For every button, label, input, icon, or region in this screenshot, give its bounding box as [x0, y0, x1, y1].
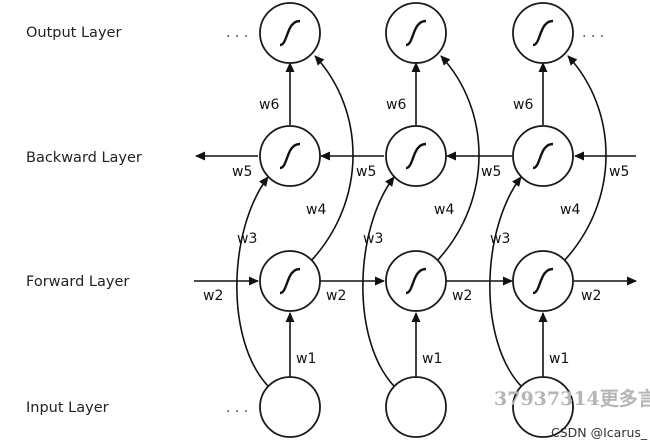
sigmoid-icon [532, 267, 554, 295]
forward-to-output-edge-1 [309, 55, 354, 263]
sigmoid-icon [532, 19, 554, 47]
watermark-text: 37937314更多言 [494, 387, 650, 410]
sigmoid-icon [405, 267, 427, 295]
weight-label-w5: w5 [356, 164, 376, 180]
sigmoid-icon [532, 142, 554, 170]
weight-label-w1: w1 [422, 351, 442, 367]
weight-label-w2: w2 [203, 288, 223, 304]
backward-layer-label: Backward Layer [26, 150, 142, 166]
output-node-2 [385, 2, 447, 64]
input-node-1 [259, 376, 321, 438]
input-left-ellipsis: . . . [226, 400, 248, 416]
sigmoid-icon [279, 19, 301, 47]
forward-node-2 [385, 250, 447, 312]
backward-node-1 [259, 125, 321, 187]
input-to-backward-edge-3 [489, 176, 522, 387]
weight-label-w2: w2 [581, 288, 601, 304]
output-layer-label: Output Layer [26, 25, 121, 41]
weight-label-w4: w4 [434, 202, 454, 218]
forward-to-output-edge-2 [435, 55, 480, 263]
forward-to-output-edge-3 [562, 55, 607, 263]
weight-label-w4: w4 [306, 202, 326, 218]
input-node-3 [512, 376, 574, 438]
sigmoid-icon [405, 142, 427, 170]
weight-label-w2: w2 [326, 288, 346, 304]
forward-layer-label: Forward Layer [26, 274, 129, 290]
input-node-2 [385, 376, 447, 438]
output-right-ellipsis: . . . [582, 25, 604, 41]
backward-node-3 [512, 125, 574, 187]
sigmoid-icon [279, 142, 301, 170]
output-node-3 [512, 2, 574, 64]
weight-label-w2: w2 [452, 288, 472, 304]
weight-label-w3: w3 [363, 231, 383, 247]
forward-node-1 [259, 250, 321, 312]
backward-node-2 [385, 125, 447, 187]
weight-label-w5: w5 [609, 164, 629, 180]
weight-label-w4: w4 [560, 202, 580, 218]
credit-text: CSDN @Icarus_ [551, 425, 648, 440]
weight-label-w3: w3 [237, 231, 257, 247]
input-layer-label: Input Layer [26, 400, 109, 416]
weight-label-w6: w6 [386, 97, 406, 113]
output-node-1 [259, 2, 321, 64]
weight-label-w1: w1 [549, 351, 569, 367]
weight-label-w6: w6 [513, 97, 533, 113]
weight-label-w5: w5 [481, 164, 501, 180]
weight-label-w3: w3 [490, 231, 510, 247]
input-to-backward-edge-2 [362, 176, 395, 387]
sigmoid-icon [405, 19, 427, 47]
sigmoid-icon [279, 267, 301, 295]
forward-node-3 [512, 250, 574, 312]
weight-label-w1: w1 [296, 351, 316, 367]
output-left-ellipsis: . . . [226, 25, 248, 41]
weight-label-w6: w6 [259, 97, 279, 113]
input-to-backward-edge-1 [236, 176, 269, 387]
weight-label-w5: w5 [232, 164, 252, 180]
